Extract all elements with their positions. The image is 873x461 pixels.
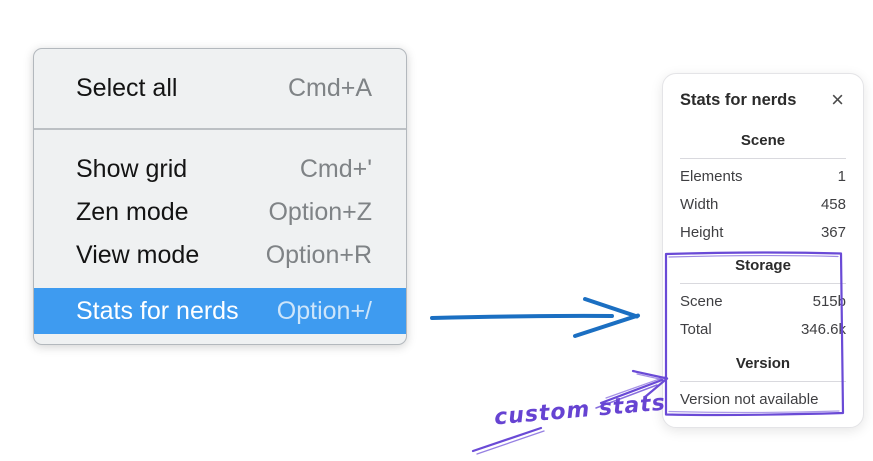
stat-label: Total xyxy=(680,321,712,338)
stat-label: Height xyxy=(680,224,724,241)
section-heading-scene: Scene xyxy=(740,132,786,149)
menu-item-zen-mode[interactable]: Zen mode Option+Z xyxy=(34,191,406,234)
stat-label: Width xyxy=(680,196,719,213)
menu-item-shortcut: Cmd+' xyxy=(299,155,372,183)
context-menu: Select all Cmd+A Show grid Cmd+' Zen mod… xyxy=(33,48,407,345)
version-note: Version not available xyxy=(680,391,819,408)
section-divider xyxy=(680,381,846,382)
stat-label: Elements xyxy=(680,168,743,185)
close-icon[interactable]: × xyxy=(831,87,844,112)
panel-title: Stats for nerds xyxy=(680,90,797,109)
menu-item-shortcut: Option+Z xyxy=(268,198,372,226)
section-divider xyxy=(680,158,846,159)
stat-row-width: Width 458 xyxy=(680,191,846,219)
section-heading-version: Version xyxy=(735,355,791,372)
menu-item-label: Zen mode xyxy=(76,198,189,226)
stat-row-elements: Elements 1 xyxy=(680,163,846,191)
stat-value: 367 xyxy=(820,224,846,241)
stat-row-scene-size: Scene 515b xyxy=(680,288,846,316)
menu-item-label: Select all xyxy=(76,74,178,102)
stat-row-total-size: Total 346.6k xyxy=(680,316,846,344)
menu-item-label: Stats for nerds xyxy=(76,296,239,325)
stat-label: Scene xyxy=(680,293,723,310)
menu-item-shortcut: Option+R xyxy=(265,241,372,269)
menu-item-stats-for-nerds[interactable]: Stats for nerds Option+/ xyxy=(34,288,406,334)
menu-item-label: Show grid xyxy=(76,155,188,183)
menu-item-shortcut: Cmd+A xyxy=(287,74,372,102)
stat-value: 1 xyxy=(837,168,846,185)
panel-header: Stats for nerds × xyxy=(680,87,846,113)
menu-item-select-all[interactable]: Select all Cmd+A xyxy=(34,49,406,128)
menu-item-show-grid[interactable]: Show grid Cmd+' xyxy=(34,148,406,191)
menu-to-panel-arrow-icon xyxy=(430,297,640,338)
stat-value: 346.6k xyxy=(800,321,846,338)
section-divider xyxy=(680,283,846,284)
stat-value: 515b xyxy=(812,293,846,310)
menu-item-shortcut: Option+/ xyxy=(276,296,372,325)
stat-row-height: Height 367 xyxy=(680,219,846,247)
stats-for-nerds-panel: Stats for nerds × Scene Elements 1 Width… xyxy=(662,73,864,428)
menu-item-view-mode[interactable]: View mode Option+R xyxy=(34,234,406,277)
section-heading-storage: Storage xyxy=(735,257,791,274)
menu-item-label: View mode xyxy=(76,241,200,269)
custom-stats-annotation: custom stats xyxy=(493,390,667,431)
menu-divider xyxy=(34,128,406,130)
stat-value: 458 xyxy=(820,196,846,213)
